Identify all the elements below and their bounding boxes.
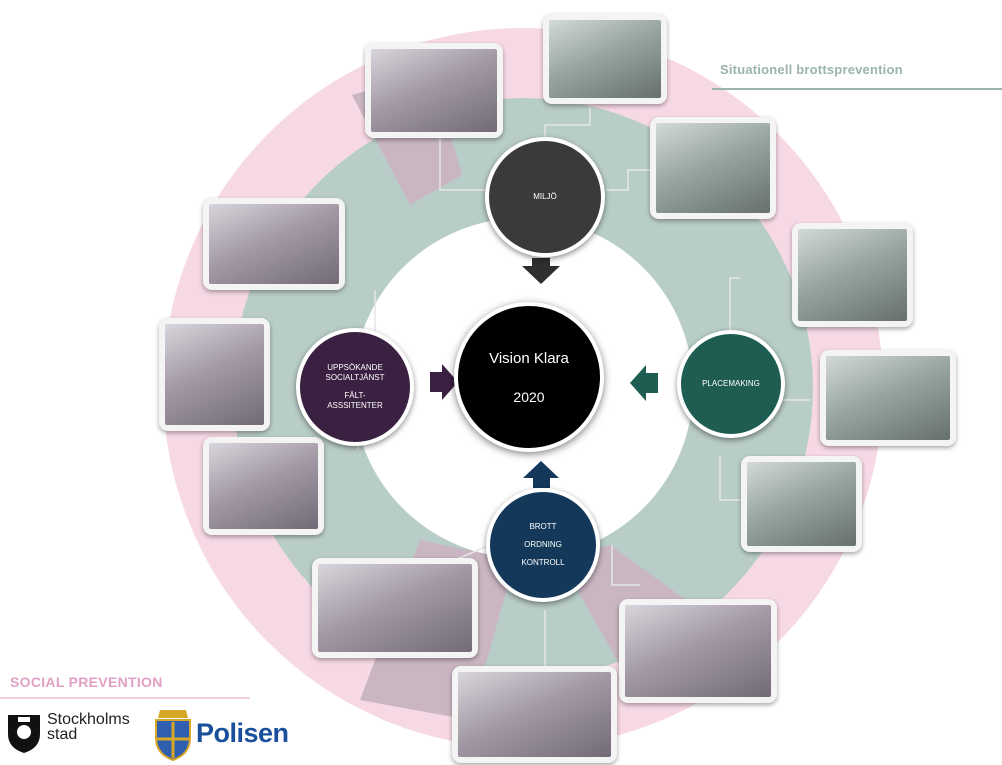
node-placemaking: PLACEMAKING: [677, 330, 785, 438]
node-miljo-label: MILJÖ: [533, 192, 557, 201]
photo-tile-police-check: [312, 558, 478, 658]
logo-city-line1: Stockholms: [47, 711, 130, 728]
center-year: 2020: [513, 388, 545, 405]
photo-tile-exhibition: [741, 456, 862, 552]
node-miljo: MILJÖ: [485, 137, 605, 257]
stockholm-crest-icon: [8, 715, 40, 753]
node-brott-line3: KONTROLL: [521, 558, 565, 567]
arrow-right-icon: [430, 364, 458, 400]
footer-divider: [0, 697, 250, 699]
situational-prevention-title: Situationell brottsprevention: [720, 62, 903, 77]
node-uppsokande-line1: UPPSÖKANDE: [327, 363, 383, 372]
node-brott-line2: ORDNING: [524, 540, 562, 549]
node-uppsokande-socialtjanst: UPPSÖKANDE SOCIALTJÄNST FÄLT- ASSSITENTE…: [296, 328, 414, 446]
arrow-down-icon: [522, 258, 560, 284]
header-divider: [712, 88, 1002, 90]
photo-tile-station-hall: [792, 223, 913, 327]
logo-city-line2: stad: [47, 726, 78, 743]
photo-tile-outreach: [159, 318, 270, 431]
police-emblem-icon: [155, 710, 191, 762]
photo-tile-police-square: [619, 599, 777, 703]
photo-tile-station-entrance: [543, 14, 667, 104]
center-title: Vision Klara: [489, 349, 569, 367]
center-vision-klara: Vision Klara 2020: [454, 302, 604, 452]
node-placemaking-label: PLACEMAKING: [702, 379, 760, 388]
node-brott-line1: BROTT: [529, 522, 557, 531]
photo-tile-fieldworkers: [203, 437, 324, 535]
node-uppsokande-line3: FÄLT-: [344, 391, 366, 400]
node-brott-ordning-kontroll: BROTT ORDNING KONTROLL: [486, 488, 600, 602]
node-uppsokande-line2: SOCIALTJÄNST: [325, 373, 385, 382]
photo-tile-tunnel: [650, 117, 776, 219]
social-prevention-title: SOCIAL PREVENTION: [10, 674, 163, 690]
photo-tile-crowd: [452, 666, 617, 763]
photo-tile-people-sitting: [203, 198, 345, 290]
node-uppsokande-line4: ASSSITENTER: [327, 401, 383, 410]
arrow-left-icon: [630, 365, 658, 401]
stockholms-stad-logo-text: Stockholms stad: [47, 711, 130, 743]
polisen-logo-text: Polisen: [196, 718, 289, 748]
photo-tile-mural: [820, 350, 956, 446]
arrow-up-icon: [523, 461, 559, 488]
photo-tile-sign: [365, 43, 503, 138]
